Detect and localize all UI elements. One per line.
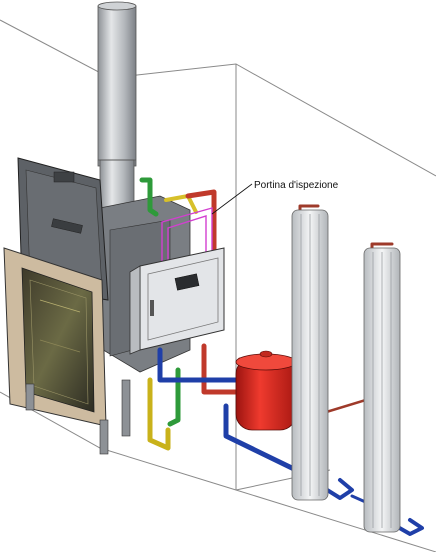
pipe-blue-rad2 — [394, 518, 424, 536]
fireplace-door — [3, 247, 107, 427]
pipe-blue-rad1 — [322, 478, 354, 500]
expansion-tank — [235, 350, 297, 431]
pressure-gauge-icon — [174, 273, 200, 291]
pipe-yellow — [147, 377, 171, 451]
callout-label: Portina d'ispezione — [254, 180, 339, 191]
radiator-1 — [291, 209, 329, 501]
logo-plate-icon — [51, 218, 83, 234]
control-box — [129, 247, 225, 355]
callout-leader-line — [211, 183, 253, 215]
pipe-red-supply — [185, 189, 217, 253]
radiator-2 — [363, 247, 401, 533]
pipe-red-to-tank — [201, 343, 243, 395]
pipe-green — [139, 177, 159, 217]
pipe-green-lower — [167, 367, 181, 427]
flue-pipe — [97, 1, 137, 221]
inspection-callout: Portina d'ispezione — [211, 180, 339, 215]
fireplace-legs — [25, 379, 131, 455]
